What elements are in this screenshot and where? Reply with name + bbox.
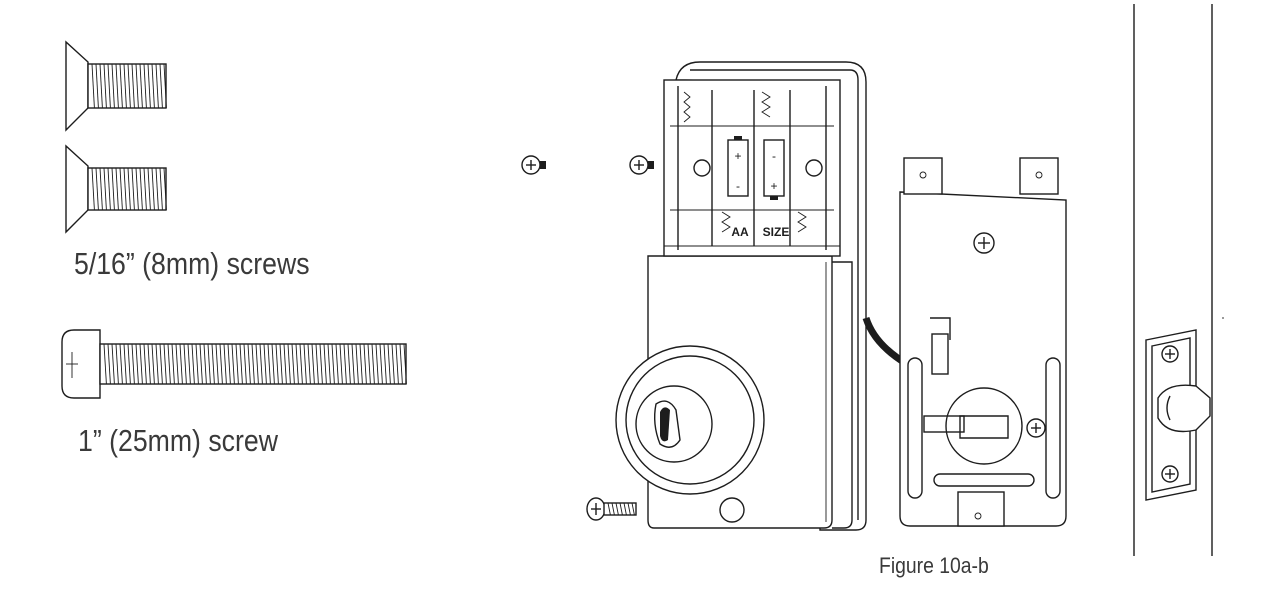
figure-caption: Figure 10a-b — [879, 553, 989, 578]
svg-text:+: + — [734, 149, 741, 163]
battery-size-label-aa: AA — [731, 225, 749, 239]
battery-icon: - + — [763, 139, 785, 200]
phillips-screw-icon — [629, 155, 654, 175]
mounting-plate — [899, 157, 1067, 527]
short-screws-label: 5/16” (8mm) screws — [74, 246, 310, 281]
flat-head-screw-icon — [65, 144, 167, 234]
phillips-screw-icon — [1026, 418, 1046, 438]
door-edge — [1133, 4, 1224, 556]
phillips-screw-icon — [1161, 345, 1179, 363]
battery-icon: + - — [727, 136, 749, 197]
svg-text:+: + — [770, 179, 777, 193]
phillips-screw-icon — [1161, 465, 1179, 483]
battery-size-label-size: SIZE — [763, 225, 790, 239]
long-screw-label: 1” (25mm) screw — [78, 423, 278, 458]
svg-text:-: - — [772, 149, 776, 163]
phillips-screw-icon — [973, 232, 995, 254]
interior-lock-assembly: + - - + AA SIZE — [615, 61, 942, 531]
phillips-screw-icon — [521, 155, 546, 175]
pan-head-screw-icon — [61, 329, 407, 399]
flat-head-screw-icon — [65, 40, 167, 132]
phillips-screw-icon — [586, 497, 637, 521]
svg-text:-: - — [736, 179, 740, 193]
latch-faceplate — [1145, 329, 1211, 501]
